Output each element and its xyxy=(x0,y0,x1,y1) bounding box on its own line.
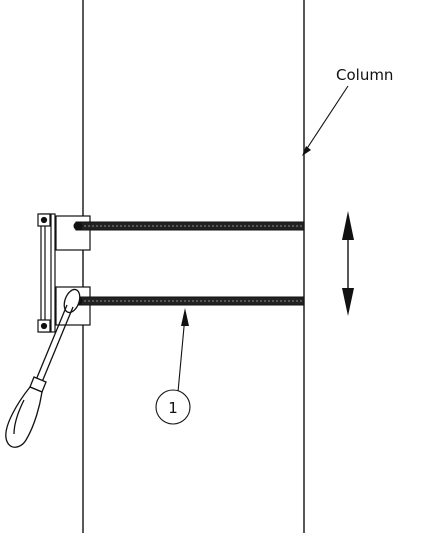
lower-threaded-rod xyxy=(73,296,305,306)
column xyxy=(82,0,305,533)
callout-leader-line xyxy=(177,315,186,393)
adjustment-double-arrow xyxy=(342,211,354,316)
callout-number: 1 xyxy=(168,399,178,417)
callout-circle xyxy=(155,389,191,425)
screwdriver xyxy=(5,288,81,448)
column-leader-line xyxy=(303,85,349,154)
column-leader-arrowhead xyxy=(302,146,311,156)
upper-threaded-rod xyxy=(73,221,305,231)
mounting-bracket xyxy=(37,213,91,333)
callout-leader-arrowhead xyxy=(181,308,189,326)
column-label: Column xyxy=(336,66,393,84)
